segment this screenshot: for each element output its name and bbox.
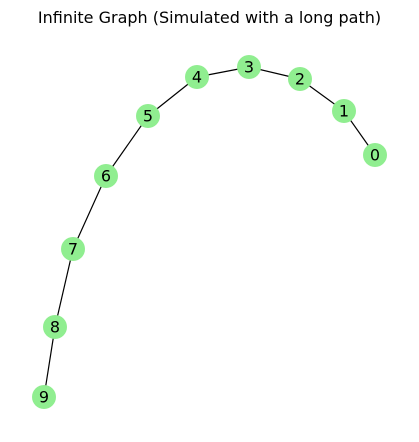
node-circle xyxy=(94,164,118,188)
node-label: 3 xyxy=(244,58,254,77)
node-1: 1 xyxy=(332,99,356,123)
node-label: 6 xyxy=(101,167,111,186)
node-4: 4 xyxy=(185,65,209,89)
nodes-layer: 0 1 2 3 4 5 6 7 8 9 xyxy=(32,55,387,409)
node-2: 2 xyxy=(288,67,312,91)
node-6: 6 xyxy=(94,164,118,188)
node-label: 4 xyxy=(192,68,202,87)
node-circle xyxy=(43,315,67,339)
node-circle xyxy=(32,385,56,409)
node-3: 3 xyxy=(237,55,261,79)
node-circle xyxy=(61,237,85,261)
node-circle xyxy=(185,65,209,89)
node-label: 9 xyxy=(39,388,49,407)
node-circle xyxy=(363,143,387,167)
node-circle xyxy=(237,55,261,79)
node-circle xyxy=(332,99,356,123)
edges-layer xyxy=(43,66,376,398)
node-9: 9 xyxy=(32,385,56,409)
node-label: 0 xyxy=(370,146,380,165)
node-5: 5 xyxy=(136,104,160,128)
edge-5-6 xyxy=(105,115,149,177)
node-label: 8 xyxy=(50,318,60,337)
edge-7-8 xyxy=(54,248,74,328)
edge-6-7 xyxy=(72,175,107,250)
node-circle xyxy=(136,104,160,128)
node-7: 7 xyxy=(61,237,85,261)
node-label: 2 xyxy=(295,70,305,89)
node-8: 8 xyxy=(43,315,67,339)
node-0: 0 xyxy=(363,143,387,167)
node-label: 5 xyxy=(143,107,153,126)
node-label: 1 xyxy=(339,102,349,121)
node-circle xyxy=(288,67,312,91)
figure-title: Infinite Graph (Simulated with a long pa… xyxy=(37,8,382,27)
node-label: 7 xyxy=(68,240,78,259)
